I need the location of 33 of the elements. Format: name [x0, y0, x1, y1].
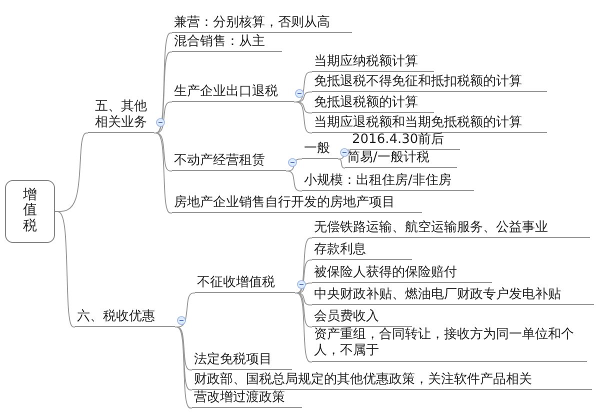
root-topic-box: 增值税	[5, 180, 55, 243]
topic-underline: 2016.4.30前后	[350, 132, 460, 150]
topic-underline: 资产重组，合同转让，接收方为同一单位和个人，不属于	[312, 327, 587, 362]
topic-underline: 不动产经营租赁	[172, 153, 286, 171]
branch-line	[174, 326, 192, 408]
branch-line	[154, 132, 172, 214]
topic-underline: 当期应退税额和当期免抵税额的计算	[312, 115, 547, 133]
topic-underline: 生产企业出口退税	[172, 84, 294, 102]
topic-underline: 财政部、国税总局规定的其他优惠政策，关注软件产品相关	[192, 372, 592, 390]
topic-underline: 五、其他相关业务	[88, 99, 154, 133]
branch-line	[286, 170, 302, 192]
branch-line	[338, 150, 350, 160]
topic-underline: 小规模：出租住房/非住房	[302, 173, 474, 191]
topic-underline: 不征收增值税	[195, 275, 295, 293]
topic-underline: 六、税收优惠	[75, 309, 175, 327]
branch-line	[294, 102, 312, 134]
topic-underline: 免抵退税不得免征和抵扣税额的计算	[312, 74, 547, 92]
topic-underline: 法定免税项目	[192, 352, 292, 370]
topic-underline: 营改增过渡政策	[192, 390, 302, 408]
topic-underline: 当期应纳税额计算	[312, 54, 434, 72]
topic-underline: 一般	[302, 141, 338, 159]
topic-underline: 被保险人获得的保险赔付	[312, 265, 492, 283]
topic-underline: 存款利息	[312, 242, 412, 260]
topic-underline: 房地产企业销售自行开发的房地产项目	[172, 195, 422, 213]
topic-underline: 兼营：分别核算，否则从高	[172, 15, 352, 33]
branch-line	[54, 211, 76, 328]
branch-line	[338, 158, 346, 168]
topic-underline: 无偿铁路运输、航空运输服务、公益事业	[312, 220, 590, 238]
topic-underline: 免抵退税额的计算	[312, 95, 434, 113]
branch-line	[294, 292, 312, 362]
topic-underline: 中央财政补贴、燃油电厂财政专户发电补贴	[312, 287, 594, 305]
topic-underline: 会员费收入	[312, 309, 412, 327]
topic-underline: 混合销售：从主	[172, 34, 282, 52]
